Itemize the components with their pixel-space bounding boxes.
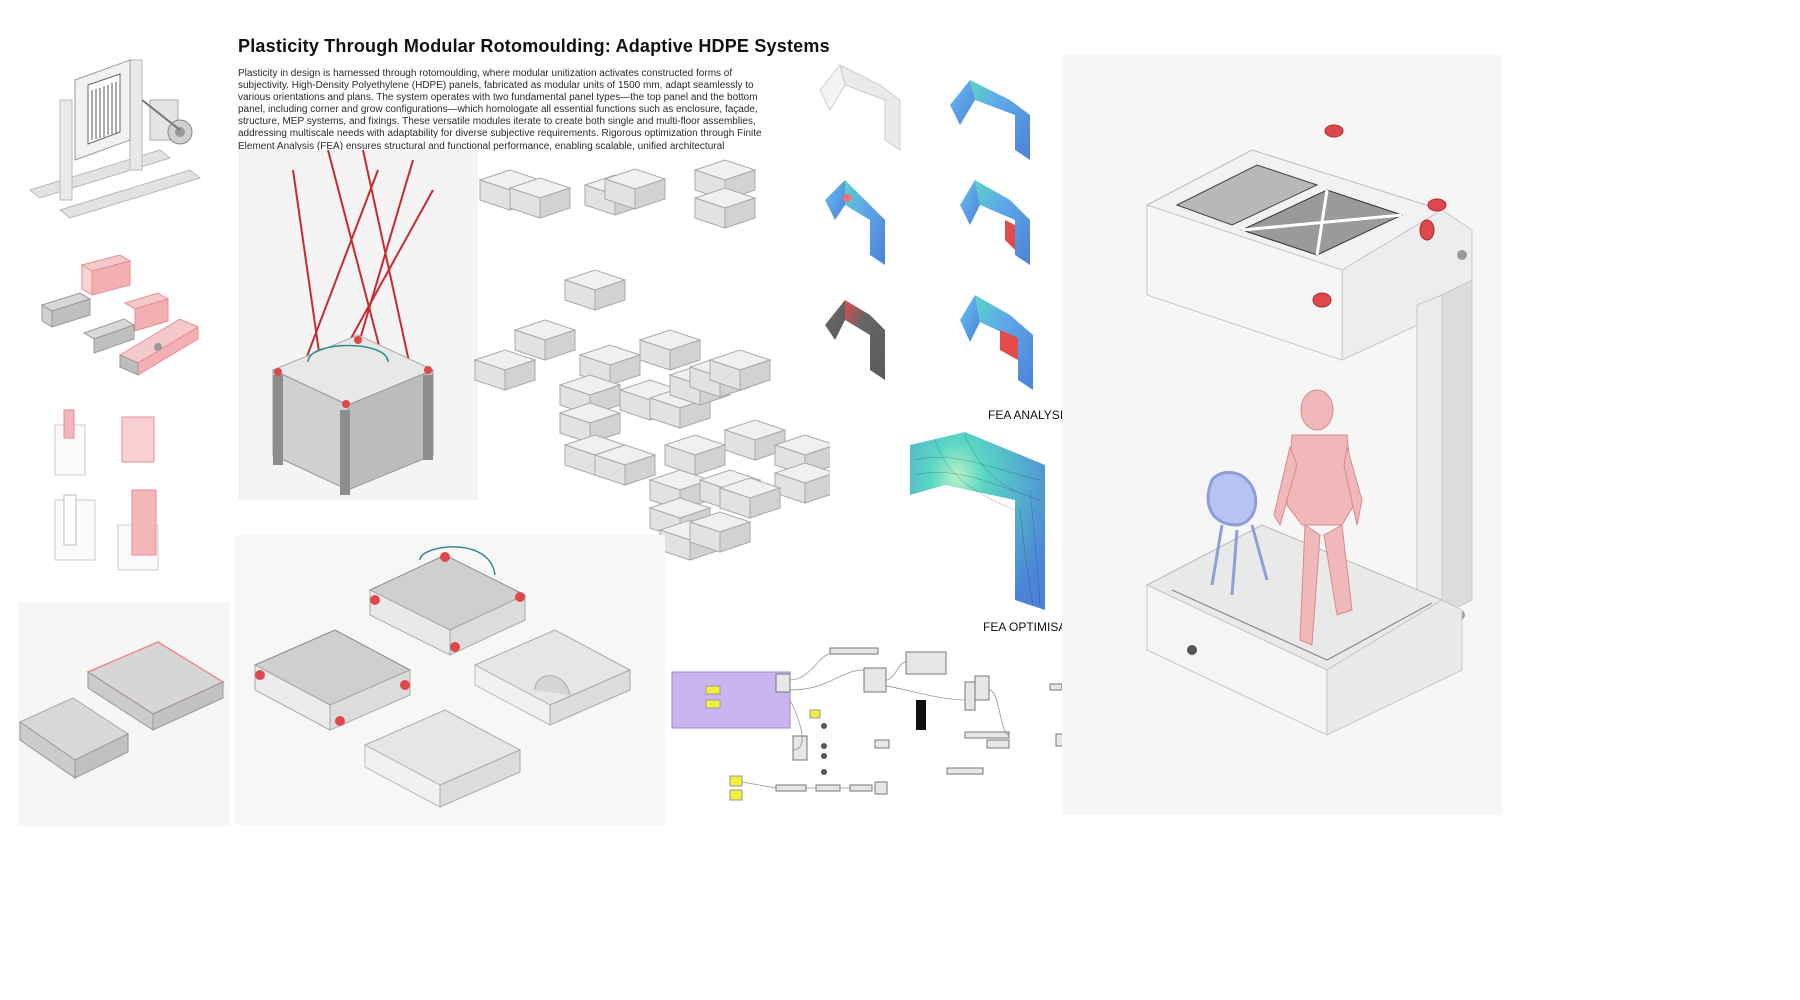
inhabited-module-illustration — [1062, 55, 1502, 815]
top-bottom-panels-illustration — [235, 535, 665, 825]
fea-optimisation-panel — [905, 430, 1055, 620]
page-title: Plasticity Through Modular Rotomoulding:… — [238, 36, 830, 56]
module-configurations-illustration — [470, 150, 830, 580]
fea-analysis-caption: FEA ANALYSIS — [988, 408, 1072, 422]
tray-panels-illustration — [18, 602, 230, 826]
fea-analysis-panels — [815, 60, 1055, 400]
module-blocks-illustration — [40, 255, 210, 385]
panel-section-diagrams — [50, 405, 180, 575]
parametric-node-graph — [670, 640, 1090, 810]
rotomoulding-machine-illustration — [20, 40, 210, 230]
crane-lift-module-illustration — [238, 150, 478, 500]
